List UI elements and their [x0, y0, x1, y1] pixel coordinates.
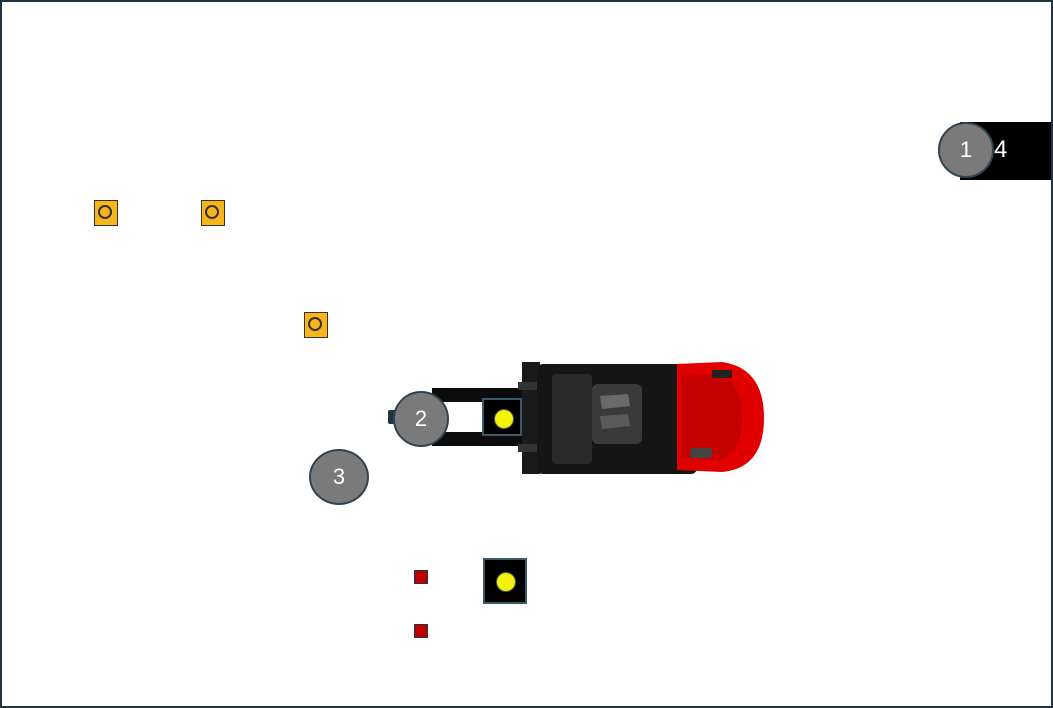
marker-3: 3: [309, 449, 369, 505]
station-label: 4: [994, 136, 1008, 163]
red-square-icon: [414, 624, 428, 638]
load-box-icon: [304, 312, 328, 338]
load-ring: [98, 205, 112, 219]
load-ring: [205, 205, 219, 219]
load-ring: [308, 317, 322, 331]
load-box-icon: [201, 200, 225, 226]
marker-1: 1: [938, 122, 994, 178]
pallet-dot: [496, 572, 516, 592]
forklift-icon: [388, 362, 764, 474]
marker-2-label: 2: [414, 406, 428, 431]
pallet-icon: [483, 558, 527, 604]
pallet-dot: [494, 409, 514, 429]
pallet-icon: [482, 398, 522, 436]
load-box-icon: [94, 200, 118, 226]
marker-1-label: 1: [959, 137, 973, 162]
marker-2: 2: [393, 391, 449, 447]
red-square-icon: [414, 570, 428, 584]
marker-3-label: 3: [332, 464, 346, 489]
